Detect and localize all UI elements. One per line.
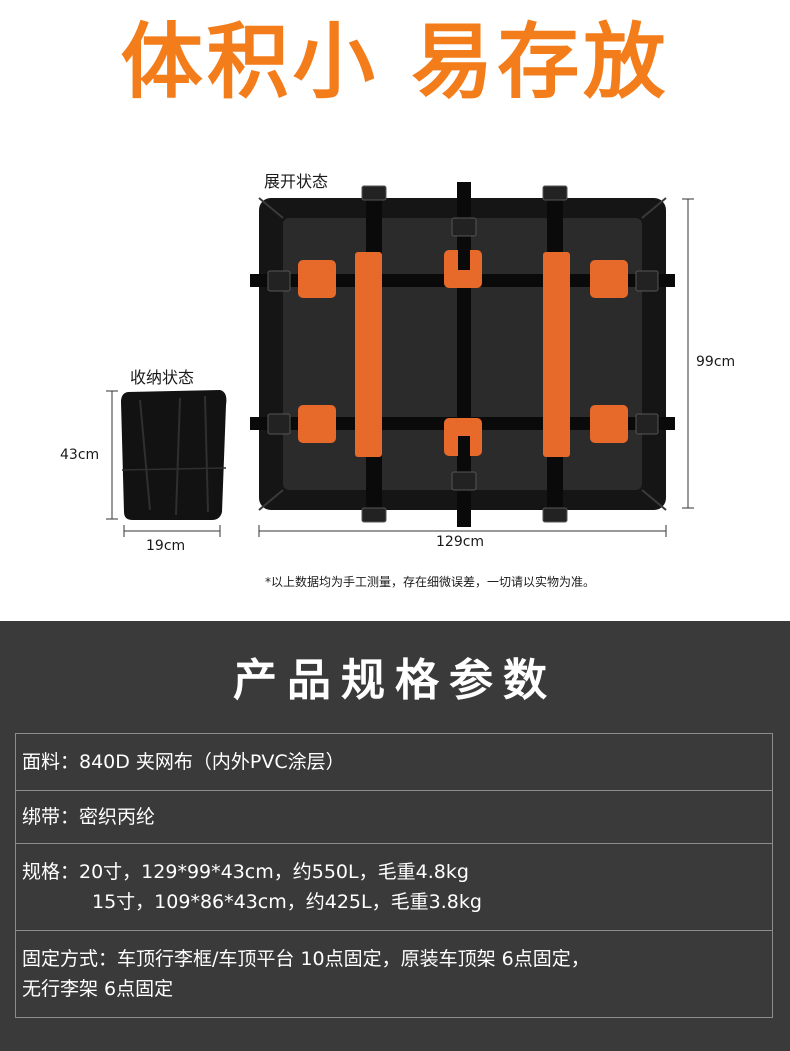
folded-state-label: 收纳状态 bbox=[130, 368, 195, 387]
spec-panel: 产品规格参数 面料：840D 夹网布（内外PVC涂层） 绑带：密织丙纶 规格：2… bbox=[0, 621, 790, 1051]
spec-size-line2: 15寸，109*86*43cm，约425L，毛重3.8kg bbox=[92, 891, 482, 913]
expanded-width-label: 129cm bbox=[436, 534, 485, 550]
headline: 体积小 易存放 bbox=[120, 15, 670, 110]
spec-row-strap: 绑带：密织丙纶 bbox=[15, 790, 773, 844]
spec-strap: 绑带：密织丙纶 bbox=[15, 790, 773, 844]
expanded-height-label: 99cm bbox=[696, 354, 736, 370]
measurement-note: *以上数据均为手工测量，存在细微误差，一切请以实物为准。 bbox=[264, 575, 595, 589]
spec-row-mount: 固定方式：车顶行李框/车顶平台 10点固定，原装车顶架 6点固定， 无行李架 6… bbox=[15, 930, 773, 1018]
dimension-lines bbox=[106, 198, 694, 537]
spec-fabric: 面料：840D 夹网布（内外PVC涂层） bbox=[15, 733, 773, 791]
expanded-state-label: 展开状态 bbox=[264, 172, 329, 191]
spec-mount-line1: 固定方式：车顶行李框/车顶平台 10点固定，原装车顶架 6点固定， bbox=[22, 948, 590, 970]
product-illustration bbox=[106, 182, 694, 537]
spec-size-line1: 规格：20寸，129*99*43cm，约550L，毛重4.8kg bbox=[22, 861, 469, 883]
spec-mount-line2: 无行李架 6点固定 bbox=[22, 978, 174, 1000]
folded-height-label: 43cm bbox=[60, 447, 100, 463]
product-showcase: 体积小 易存放 bbox=[60, 15, 736, 589]
folded-bag-image bbox=[121, 390, 227, 520]
spec-row-size: 规格：20寸，129*99*43cm，约550L，毛重4.8kg 15寸，109… bbox=[15, 843, 773, 931]
folded-width-label: 19cm bbox=[146, 538, 186, 554]
expanded-bag-image bbox=[250, 182, 675, 527]
spec-row-fabric: 面料：840D 夹网布（内外PVC涂层） bbox=[15, 733, 773, 791]
spec-table: 面料：840D 夹网布（内外PVC涂层） 绑带：密织丙纶 规格：20寸，129*… bbox=[15, 733, 773, 1018]
spec-title: 产品规格参数 bbox=[233, 655, 557, 706]
